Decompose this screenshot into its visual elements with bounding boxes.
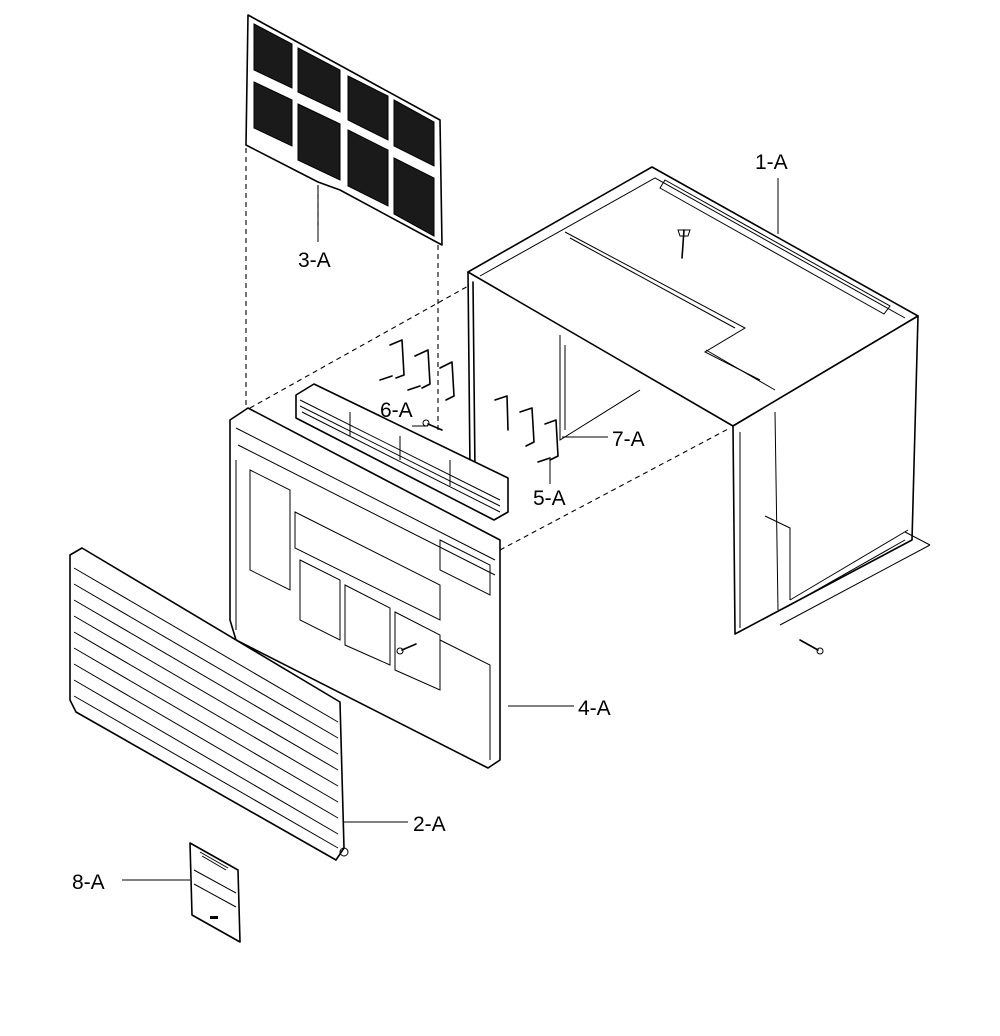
label-part-1: 1-A — [755, 151, 788, 174]
front-panel — [229, 407, 501, 769]
label-part-4: 4-A — [578, 697, 611, 720]
discharge-grille — [295, 383, 509, 521]
mounting-clips — [379, 339, 559, 463]
air-filter — [245, 14, 443, 246]
label-part-7: 7-A — [612, 428, 645, 451]
label-part-2: 2-A — [413, 813, 446, 836]
label-part-5: 5-A — [533, 487, 566, 510]
label-part-6: 6-A — [380, 399, 413, 422]
front-grille — [69, 547, 349, 861]
energy-guide-label — [189, 842, 241, 943]
leader-lines — [122, 178, 779, 881]
label-part-3: 3-A — [298, 249, 331, 272]
label-part-8: 8-A — [72, 871, 105, 894]
cabinet-wrapper — [467, 166, 931, 655]
